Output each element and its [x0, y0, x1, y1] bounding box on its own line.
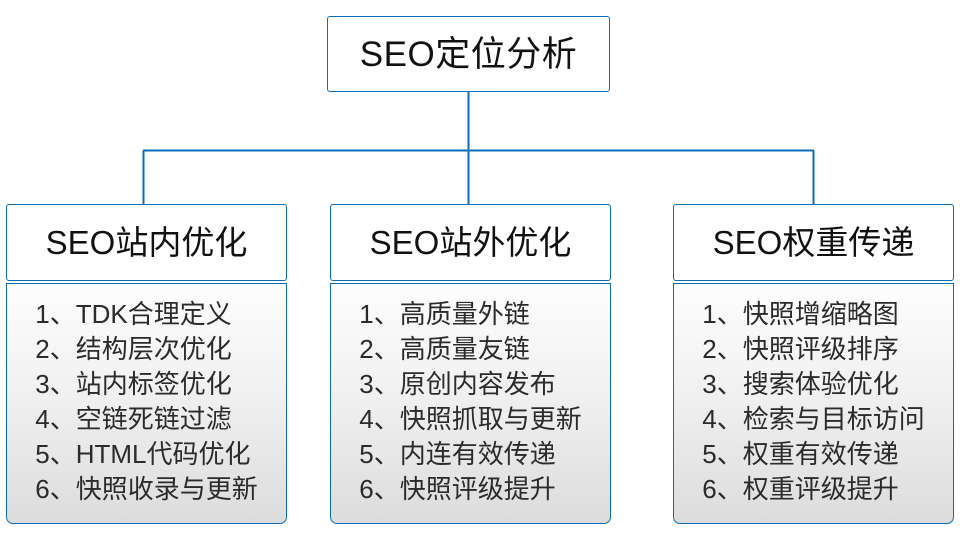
list-item: 5、内连有效传递	[359, 439, 556, 469]
list-item: 6、快照评级提升	[359, 474, 556, 504]
branch-header-label-2: SEO站外优化	[369, 224, 572, 261]
branch-column-1: SEO站内优化 1、TDK合理定义 2、结构层次优化 3、站内标签优化 4、空链…	[6, 204, 287, 524]
list-item: 5、HTML代码优化	[35, 439, 251, 469]
list-item: 1、快照增缩略图	[702, 299, 899, 329]
branch-item-list-1: 1、TDK合理定义 2、结构层次优化 3、站内标签优化 4、空链死链过滤 5、H…	[35, 297, 257, 507]
branch-column-2: SEO站外优化 1、高质量外链 2、高质量友链 3、原创内容发布 4、快照抓取与…	[330, 204, 611, 524]
branch-body-3: 1、快照增缩略图 2、快照评级排序 3、搜索体验优化 4、检索与目标访问 5、权…	[673, 283, 954, 524]
list-item: 4、空链死链过滤	[35, 404, 232, 434]
list-item: 6、快照收录与更新	[35, 474, 258, 504]
branch-item-list-2: 1、高质量外链 2、高质量友链 3、原创内容发布 4、快照抓取与更新 5、内连有…	[359, 297, 581, 507]
branch-body-1: 1、TDK合理定义 2、结构层次优化 3、站内标签优化 4、空链死链过滤 5、H…	[6, 283, 287, 524]
list-item: 4、检索与目标访问	[702, 404, 925, 434]
list-item: 3、原创内容发布	[359, 369, 556, 399]
list-item: 6、权重评级提升	[702, 474, 899, 504]
list-item: 2、高质量友链	[359, 334, 530, 364]
list-item: 4、快照抓取与更新	[359, 404, 582, 434]
list-item: 5、权重有效传递	[702, 439, 899, 469]
root-node[interactable]: SEO定位分析	[327, 16, 610, 92]
list-item: 2、结构层次优化	[35, 334, 232, 364]
list-item: 3、站内标签优化	[35, 369, 232, 399]
branch-header-1[interactable]: SEO站内优化	[6, 204, 287, 281]
branch-header-2[interactable]: SEO站外优化	[330, 204, 611, 281]
branch-header-label-1: SEO站内优化	[45, 224, 248, 261]
list-item: 3、搜索体验优化	[702, 369, 899, 399]
root-node-label: SEO定位分析	[359, 34, 578, 74]
branch-body-2: 1、高质量外链 2、高质量友链 3、原创内容发布 4、快照抓取与更新 5、内连有…	[330, 283, 611, 524]
list-item: 2、快照评级排序	[702, 334, 899, 364]
branch-column-3: SEO权重传递 1、快照增缩略图 2、快照评级排序 3、搜索体验优化 4、检索与…	[673, 204, 954, 524]
branch-header-label-3: SEO权重传递	[712, 224, 915, 261]
list-item: 1、高质量外链	[359, 299, 530, 329]
list-item: 1、TDK合理定义	[35, 299, 232, 329]
branch-header-3[interactable]: SEO权重传递	[673, 204, 954, 281]
branch-item-list-3: 1、快照增缩略图 2、快照评级排序 3、搜索体验优化 4、检索与目标访问 5、权…	[702, 297, 924, 507]
